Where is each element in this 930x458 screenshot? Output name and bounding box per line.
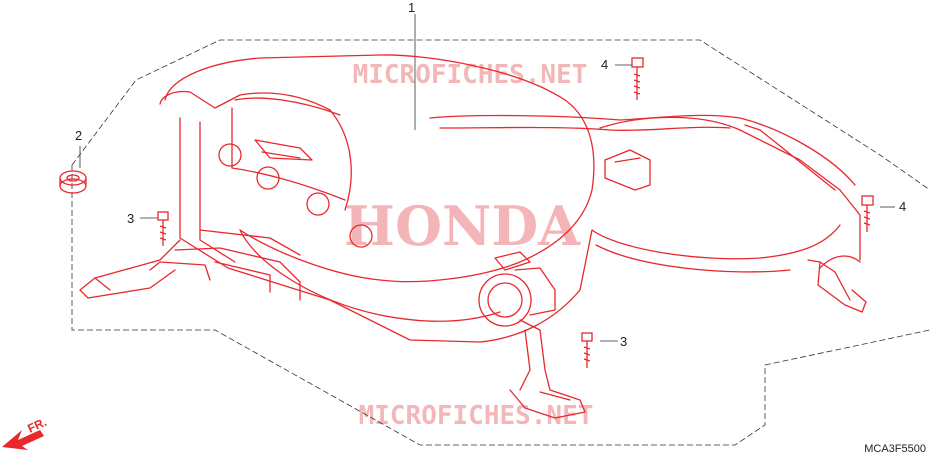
grommet-2 (59, 170, 87, 194)
bolt-4-right (861, 195, 874, 232)
bolt-3-bottom (581, 332, 593, 368)
console-line-art (79, 54, 867, 419)
front-direction-arrow: FR. (2, 415, 49, 450)
brand-watermark: HONDA (344, 194, 581, 258)
callout-4-top: 4 (601, 57, 609, 72)
callout-1: 1 (408, 0, 416, 15)
bolt-4-top (631, 57, 644, 100)
console-lid (164, 54, 595, 283)
front-label: FR. (25, 415, 48, 436)
left-bracket (174, 247, 301, 301)
callout-3-left: 3 (127, 211, 135, 226)
assembly-boundary-top (71, 39, 930, 191)
callout-3-bottom: 3 (620, 334, 628, 349)
bolts (59, 57, 874, 368)
console-body (179, 117, 593, 343)
right-bracket (817, 261, 867, 313)
callout-4-right: 4 (899, 199, 907, 214)
bolt-3-left (157, 211, 169, 246)
callout-2: 2 (75, 128, 83, 143)
right-wing (429, 114, 856, 186)
figure-code: MCA3F5500 (864, 443, 926, 455)
leader-lines (79, 14, 895, 342)
front-bracket (509, 319, 586, 419)
watermark-bottom: MICROFICHES.NET (359, 401, 594, 431)
